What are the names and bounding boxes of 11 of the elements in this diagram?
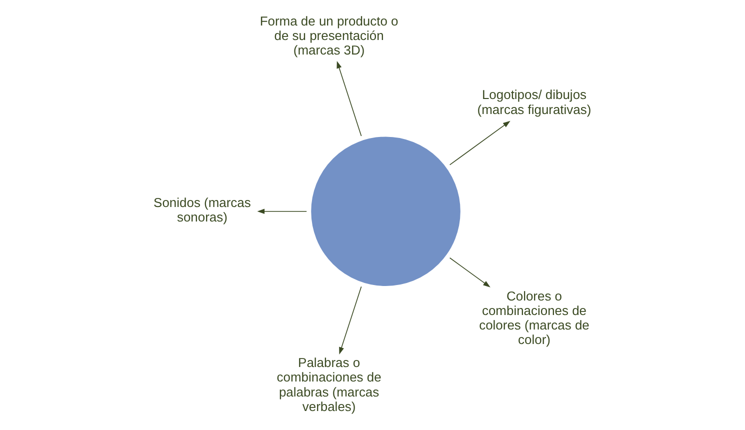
arrow (336, 60, 362, 136)
arrow (257, 208, 307, 214)
node-text: Palabras o combinaciones de palabras (marcas verbales) (276, 355, 382, 414)
arrow (449, 257, 490, 288)
node-text: Logotipos/ dibujos (marcas figurativas) (477, 87, 592, 117)
node-text: Forma de un producto o de su presentación (marcas 3D) (260, 13, 398, 58)
node-text: Colores o combinaciones de colores (marcas de color) (479, 288, 590, 348)
arrow (339, 286, 362, 354)
node-circle (308, 134, 463, 288)
arrow (449, 120, 510, 166)
node-text: Sonidos (marcas sonoras) (154, 195, 251, 225)
